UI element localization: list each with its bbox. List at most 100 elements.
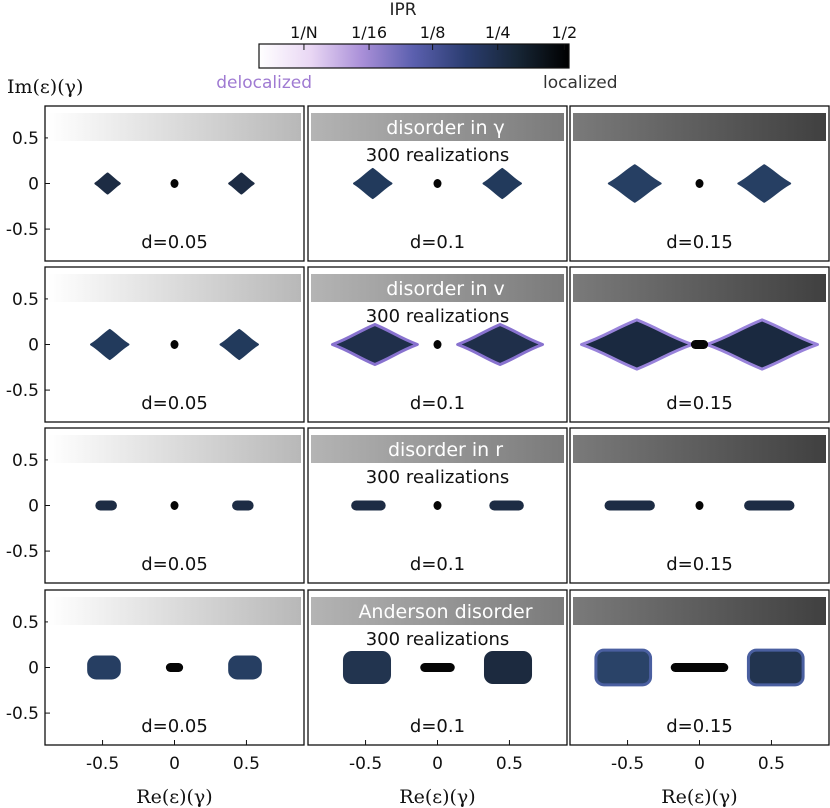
- row-title: disorder in v: [386, 278, 505, 300]
- panel-frame: [569, 427, 830, 584]
- eigenvalue-band: [228, 172, 255, 195]
- x-axis-labels: Re(ε)(γ)Re(ε)(γ)Re(ε)(γ): [136, 786, 737, 808]
- eigenvalue-band: [351, 500, 386, 511]
- x-tick-label: 0: [432, 754, 443, 774]
- row-title-banner: [573, 597, 826, 625]
- panel-frame: [307, 266, 568, 423]
- panel-frame: [307, 427, 568, 584]
- y-tick-label: -0.5: [6, 542, 39, 562]
- panel: d=0.15: [569, 266, 830, 423]
- x-tick-label: 0.5: [758, 754, 785, 774]
- y-tick-label: 0: [28, 175, 39, 195]
- center-eigenvalues: [695, 179, 704, 188]
- row-title-banner: [48, 435, 301, 463]
- row-title-banner: [311, 113, 564, 141]
- y-tick-label: 0: [28, 336, 39, 356]
- panel: d=0.1: [307, 266, 568, 423]
- row-title-banner: [311, 435, 564, 463]
- y-tick-label: 0: [28, 659, 39, 679]
- eigenvalue-band: [607, 164, 662, 203]
- colorbar-tick-label: 1/N: [290, 23, 318, 42]
- row-title-banner: [311, 597, 564, 625]
- eigenvalue-band: [604, 500, 655, 511]
- row-title-banner: [573, 274, 826, 302]
- eigenvalue-band: [219, 328, 259, 361]
- panel: d=0.05: [44, 105, 305, 262]
- panel-d-label: d=0.1: [410, 716, 465, 737]
- panel-frame: [307, 105, 568, 262]
- panel: d=0.1: [307, 105, 568, 262]
- x-tick-label: -0.5: [611, 754, 644, 774]
- eigenvalue-band: [87, 655, 121, 680]
- center-eigenvalues: [433, 179, 442, 188]
- eigenvalue-band: [95, 500, 117, 511]
- colorbar-title: IPR: [389, 0, 416, 20]
- row-title-banner: [48, 113, 301, 141]
- realizations-label: 300 realizations: [366, 467, 510, 488]
- x-tick-label: -0.5: [86, 754, 119, 774]
- eigenvalue-band: [483, 651, 533, 684]
- eigenvalue-band: [353, 167, 393, 200]
- center-eigenvalues: [670, 663, 729, 672]
- realizations-label: 300 realizations: [366, 629, 510, 650]
- x-tick-label: -0.5: [349, 754, 382, 774]
- eigenvalue-band: [228, 655, 262, 680]
- panel: d=0.05: [44, 266, 305, 423]
- panel-frame: [44, 266, 305, 423]
- eigenvalue-band: [594, 648, 653, 687]
- panel-d-label: d=0.05: [141, 232, 208, 253]
- panel-d-label: d=0.15: [666, 393, 733, 414]
- x-tick-label: 0: [694, 754, 705, 774]
- eigenvalue-band: [705, 318, 819, 371]
- row-title-banner: [311, 274, 564, 302]
- y-tick-label: 0.5: [12, 613, 39, 633]
- panel-frame: [44, 427, 305, 584]
- row-title: Anderson disorder: [358, 601, 532, 623]
- eigenvalue-band: [90, 328, 130, 361]
- eigenvalue-band: [580, 318, 694, 371]
- panel-d-label: d=0.05: [141, 393, 208, 414]
- eigenvalue-band: [746, 648, 805, 687]
- center-eigenvalues: [690, 340, 709, 349]
- colorbar-left-label: delocalized: [216, 73, 312, 93]
- x-tick-label: 0: [169, 754, 180, 774]
- panel-d-label: d=0.05: [141, 554, 208, 575]
- center-eigenvalues: [170, 179, 179, 188]
- y-axis-label: Im(ε)(γ): [7, 76, 83, 98]
- panel-d-label: d=0.15: [666, 232, 733, 253]
- colorbar-right-label: localized: [543, 73, 618, 93]
- panel-d-label: d=0.15: [666, 554, 733, 575]
- panel-frame: [569, 266, 830, 423]
- eigenvalue-band: [330, 322, 419, 367]
- row-title-banner: [573, 113, 826, 141]
- colorbar-tick-label: 1/4: [485, 23, 511, 42]
- row-title-banner: [48, 274, 301, 302]
- eigenvalue-band: [456, 322, 545, 367]
- panel-d-label: d=0.15: [666, 716, 733, 737]
- panel: d=0.15 -0.5 0 0.5: [569, 589, 830, 774]
- panel-d-label: d=0.1: [410, 393, 465, 414]
- panel: d=0.05: [44, 427, 305, 584]
- eigenvalue-band: [232, 500, 254, 511]
- colorbar-gradient: [258, 43, 570, 69]
- row-title: disorder in r: [388, 439, 503, 461]
- eigenvalue-band: [94, 172, 121, 195]
- y-tick-label: -0.5: [6, 704, 39, 724]
- center-eigenvalues: [165, 663, 184, 672]
- center-eigenvalues: [433, 340, 442, 349]
- row-title-banner: [48, 597, 301, 625]
- realizations-label: 300 realizations: [366, 306, 510, 327]
- y-tick-label: 0.5: [12, 451, 39, 471]
- realizations-label: 300 realizations: [366, 145, 510, 166]
- center-eigenvalues: [170, 501, 179, 510]
- x-axis-label: Re(ε)(γ): [661, 786, 737, 808]
- eigenvalue-band: [489, 500, 524, 511]
- center-eigenvalues: [420, 663, 455, 672]
